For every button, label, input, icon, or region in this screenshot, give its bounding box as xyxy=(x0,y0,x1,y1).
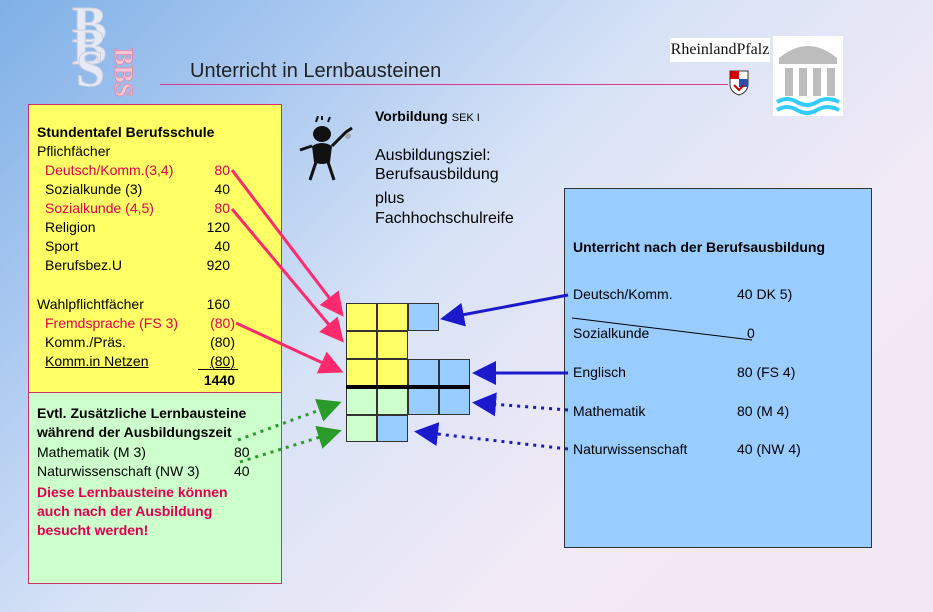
grid-cell xyxy=(439,388,470,415)
training-goal-line-4: Fachhochschulreife xyxy=(375,210,514,227)
extra-naturwissenschaft-hours: 40 xyxy=(234,463,250,479)
grid-cell xyxy=(377,359,408,386)
hours-fremdsprache: (80) xyxy=(210,315,235,331)
rheinland-pfalz-logo: RheinlandPfalz xyxy=(670,38,770,62)
arrow-after-deutsch xyxy=(440,293,569,327)
subject-sozialkunde-45: Sozialkunde (4,5) xyxy=(45,200,154,216)
sum-rule xyxy=(198,369,238,370)
title-underline xyxy=(160,84,728,85)
after-deutsch-value: 40 DK 5) xyxy=(737,286,793,302)
after-mathematik-value: 80 (M 4) xyxy=(737,403,790,419)
grid-cell xyxy=(408,359,439,386)
grid-cell xyxy=(346,303,377,331)
note-line-1: Diese Lernbausteine können xyxy=(37,484,228,500)
zusaetzliche-lernbausteine-panel xyxy=(28,392,282,584)
bbs-watermark-letter-b2: B xyxy=(72,19,108,76)
extra-heading-line-2: während der Ausbildungszeit xyxy=(37,424,232,440)
grid-cell xyxy=(377,331,408,359)
stundentafel-heading: Stundentafel Berufsschule xyxy=(37,124,215,140)
figure-icon xyxy=(299,116,353,181)
strikethrough-sozialkunde xyxy=(571,317,753,341)
grid-cell xyxy=(346,331,377,359)
after-training-heading: Unterricht nach der Berufsausbildung xyxy=(573,239,826,255)
hours-berufsbezogen: 920 xyxy=(206,257,230,273)
arrow-extra-naturwissenschaft xyxy=(239,425,342,464)
after-naturwissenschaft: Naturwissenschaft xyxy=(573,441,688,457)
page-title: Unterricht in Lernbausteinen xyxy=(190,60,442,82)
grid-cell xyxy=(346,359,377,386)
pflichtfaecher-label: Pflichfächer xyxy=(37,143,111,159)
unterricht-nach-ausbildung-panel xyxy=(564,188,872,548)
grid-cell xyxy=(439,359,470,386)
arrow-after-naturwissenschaft xyxy=(414,422,569,451)
training-goal-line-2: Berufsausbildung xyxy=(375,166,499,183)
after-sozialkunde: Sozialkunde xyxy=(573,325,650,341)
arrow-deutsch xyxy=(230,169,344,317)
subject-berufsbezogen: Berufsbez.U xyxy=(45,257,123,273)
arrow-after-mathematik xyxy=(472,392,569,417)
subject-sozialkunde-3: Sozialkunde (3) xyxy=(45,181,143,197)
grid-cell xyxy=(377,303,408,331)
grid-cell xyxy=(408,303,439,331)
subject-fremdsprache: Fremdsprache (FS 3) xyxy=(45,315,179,331)
after-mathematik: Mathematik xyxy=(573,403,646,419)
hours-deutsch: 80 xyxy=(214,162,230,178)
grid-cell xyxy=(377,415,408,442)
prior-education-label: Vorbildung SEK I xyxy=(375,108,480,124)
after-englisch-value: 80 (FS 4) xyxy=(737,364,796,380)
hours-komm-praes: (80) xyxy=(210,334,235,350)
hours-komm-netzen: (80) xyxy=(210,353,235,369)
subject-komm-netzen: Komm.in Netzen xyxy=(45,353,149,369)
extra-mathematik-hours: 80 xyxy=(234,444,250,460)
after-naturwissenschaft-value: 40 (NW 4) xyxy=(737,441,801,457)
subject-religion: Religion xyxy=(45,219,96,235)
arrow-extra-mathematik xyxy=(237,398,342,442)
after-englisch: Englisch xyxy=(573,364,626,380)
hours-religion: 120 xyxy=(206,219,230,235)
wahlpflicht-hours: 160 xyxy=(206,296,230,312)
training-goal-line-1: Ausbildungsziel: xyxy=(375,147,491,164)
grid-cell xyxy=(346,415,377,442)
school-logo-icon xyxy=(773,36,843,116)
note-line-2: auch nach der Ausbildung xyxy=(37,503,213,519)
extra-mathematik: Mathematik (M 3) xyxy=(37,444,146,460)
hours-sozialkunde-45: 80 xyxy=(214,200,230,216)
after-deutsch: Deutsch/Komm. xyxy=(573,286,673,302)
note-line-3: besucht werden! xyxy=(37,522,149,538)
arrow-sozialkunde xyxy=(230,208,344,343)
total-hours: 1440 xyxy=(203,372,235,388)
extra-heading-line-1: Evtl. Zusätzliche Lernbausteine xyxy=(37,405,247,421)
bbs-watermark-letter-s: S xyxy=(76,41,106,98)
hours-sport: 40 xyxy=(214,238,230,254)
stundentafel-panel xyxy=(28,104,282,394)
subject-deutsch: Deutsch/Komm.(3,4) xyxy=(45,162,174,178)
subject-komm-praes: Komm./Präs. xyxy=(45,334,126,350)
coat-of-arms-icon xyxy=(729,70,749,96)
grid-cell xyxy=(346,388,377,415)
wahlpflicht-label: Wahlpflichtfächer xyxy=(37,296,144,312)
bbs-watermark-letter-b1: B xyxy=(72,0,108,54)
training-goal-line-3: plus xyxy=(375,190,405,207)
after-sozialkunde-value: 0 xyxy=(747,325,755,341)
extra-naturwissenschaft: Naturwissenschaft (NW 3) xyxy=(37,463,200,479)
arrow-fremdsprache xyxy=(235,321,344,374)
grid-divider-line xyxy=(346,385,470,389)
subject-sport: Sport xyxy=(45,238,79,254)
hours-sozialkunde-3: 40 xyxy=(214,181,230,197)
